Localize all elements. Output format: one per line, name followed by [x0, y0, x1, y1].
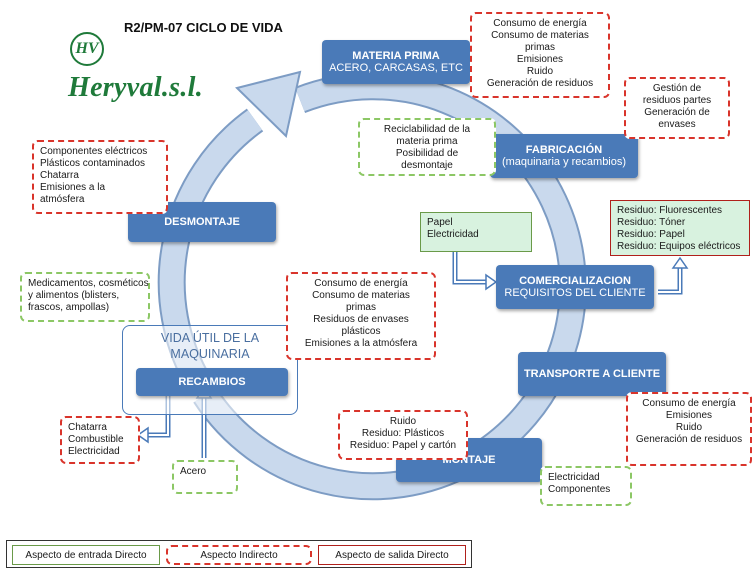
logo-name: Heryval.s.l.	[68, 72, 204, 103]
legend-indirecto: Aspecto Indirecto	[166, 545, 312, 565]
note-papel-electricidad: Papel Electricidad	[420, 212, 532, 252]
note-reciclabilidad: Reciclabilidad de la materia prima Posib…	[358, 118, 496, 176]
note-materia-outputs: Consumo de energía Consumo de materias p…	[470, 12, 610, 98]
cycle-arrowhead	[235, 70, 302, 138]
legend-entrada-directo: Aspecto de entrada Directo	[12, 545, 160, 565]
note-gestion-residuos: Gestión de residuos partes Generación de…	[624, 77, 730, 139]
page-title: R2/PM-07 CICLO DE VIDA	[124, 20, 283, 35]
legend-salida-directo: Aspecto de salida Directo	[318, 545, 466, 565]
stage-recambios[interactable]: RECAMBIOS	[136, 368, 288, 396]
note-componentes-desmontaje: Componentes eléctricos Plásticos contami…	[32, 140, 168, 214]
note-residuos-comercializacion: Residuo: Fluorescentes Residuo: Tóner Re…	[610, 200, 750, 256]
input-arrow-papel	[452, 252, 488, 285]
note-acero: Acero	[172, 460, 238, 494]
legend	[6, 540, 472, 568]
stage-transporte[interactable]: TRANSPORTE A CLIENTE	[518, 352, 666, 396]
note-transporte-outputs: Consumo de energía Emisiones Ruido Gener…	[626, 392, 752, 466]
stage-comercializacion[interactable]: COMERCIALIZACION REQUISITOS DEL CLIENTE	[496, 265, 654, 309]
logo-mark: HV	[70, 32, 104, 66]
note-electricidad-componentes: Electricidad Componentes	[540, 466, 632, 506]
note-consumo-fabricacion: Consumo de energía Consumo de materias p…	[286, 272, 436, 360]
vida-util-label: VIDA ÚTIL DE LA MAQUINARIA	[160, 331, 260, 361]
note-ruido-plasticos: Ruido Residuo: Plásticos Residuo: Papel …	[338, 410, 468, 460]
output-arrow-comercializacion	[658, 265, 683, 295]
stage-materia-prima[interactable]: MATERIA PRIMA ACERO, CARCASAS, ETC	[322, 40, 470, 84]
note-medicamentos: Medicamentos, cosméticos y alimentos (bl…	[20, 272, 150, 322]
stage-fabricacion[interactable]: FABRICACIÓN (maquinaria y recambios)	[490, 134, 638, 178]
note-chatarra: Chatarra Combustible Electricidad	[60, 416, 140, 464]
